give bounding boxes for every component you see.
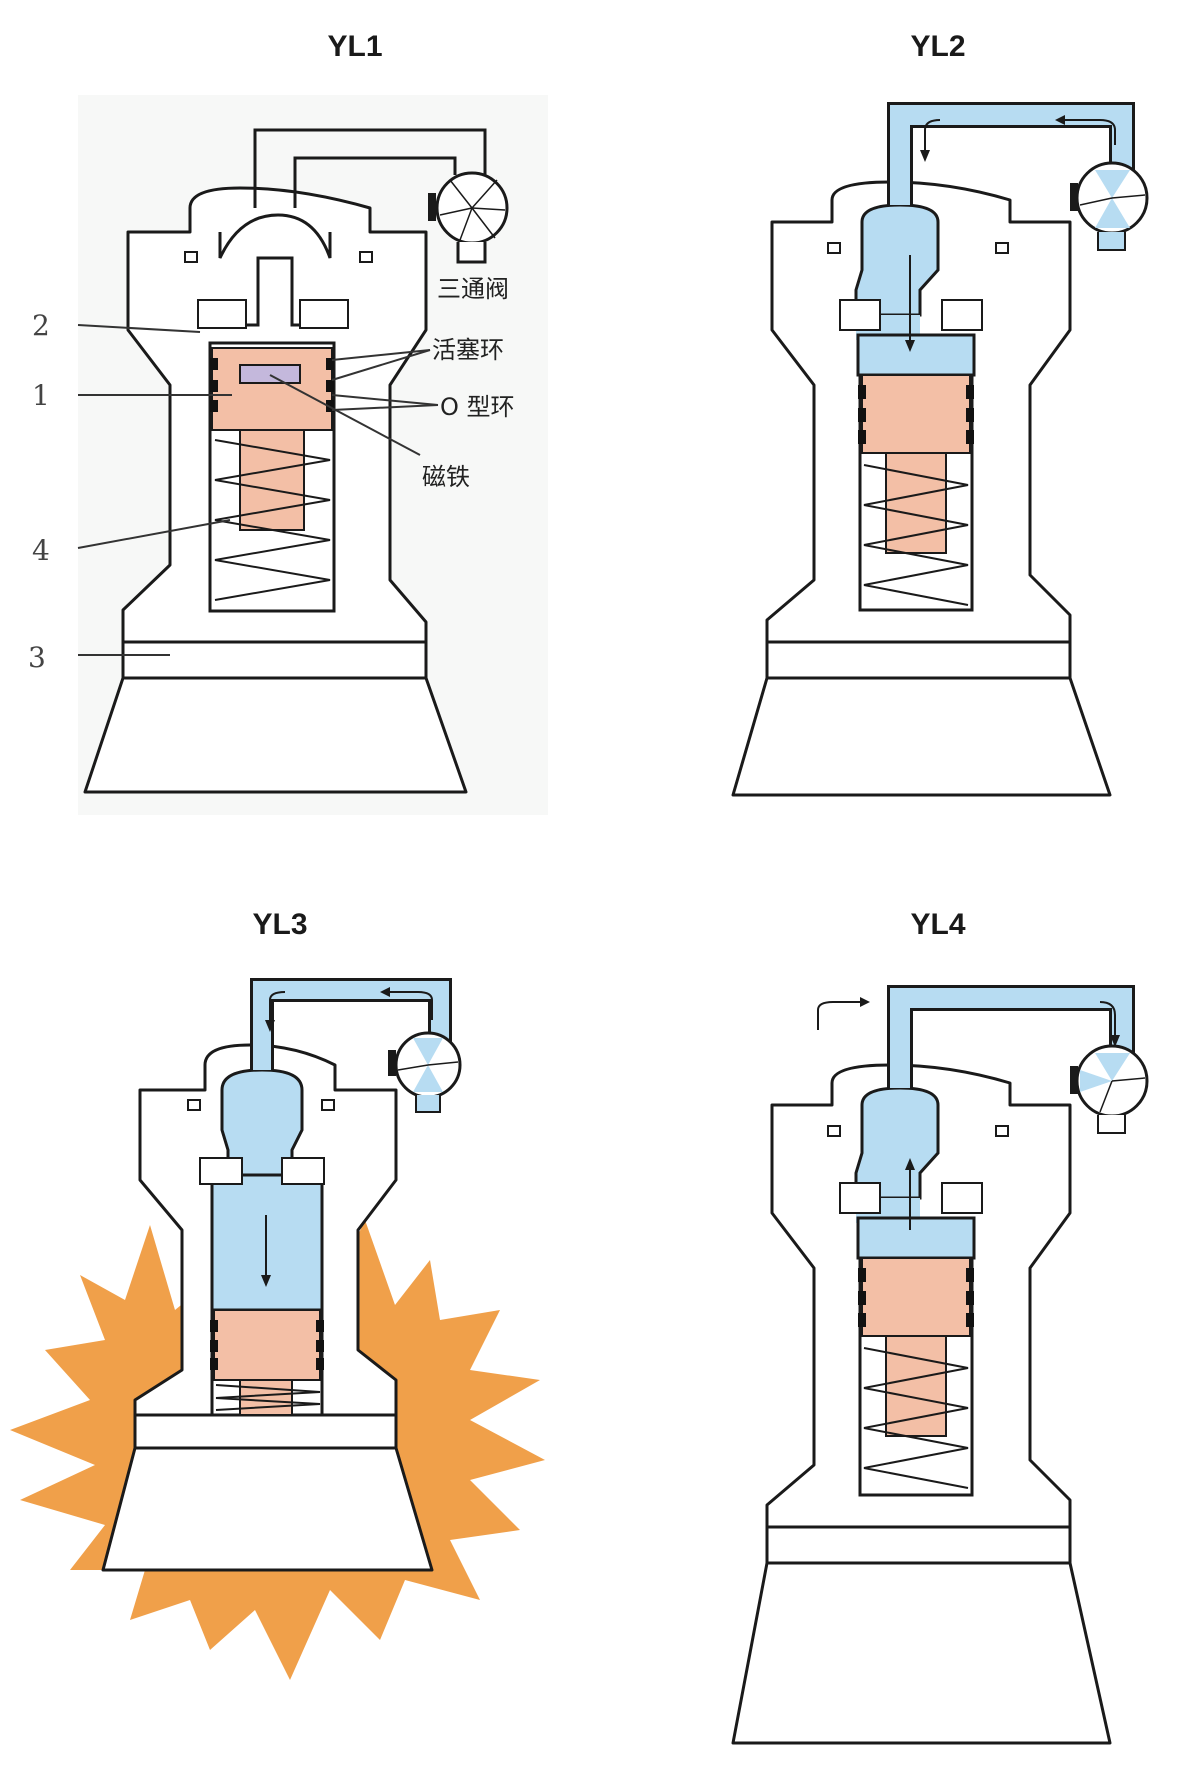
panel-yl4	[600, 880, 1194, 1771]
flow-arrow-icon	[909, 119, 1116, 340]
label-o-ring: O 型环	[440, 393, 515, 421]
three-way-valve-icon	[1070, 161, 1149, 251]
panel-yl3	[0, 880, 600, 1771]
cylinder-diagram-yl1: 2 1 4 3 三通阀 活塞环 O 型环 磁铁	[28, 95, 548, 815]
cylinder-diagram-yl4	[731, 985, 1149, 1745]
fluid-chamber	[854, 203, 940, 317]
cylinder-diagram-yl3	[10, 978, 545, 1680]
panel-yl2	[600, 0, 1194, 880]
label-magnet: 磁铁	[422, 463, 470, 491]
panel-title-yl2: YL2	[910, 30, 966, 63]
label-num-2: 2	[32, 309, 50, 342]
pipe	[253, 128, 487, 208]
label-num-3: 3	[28, 641, 46, 674]
label-piston-ring: 活塞环	[432, 336, 504, 364]
cylinder-diagram-yl2	[731, 102, 1149, 797]
spring	[214, 439, 331, 601]
three-way-valve-icon	[388, 1031, 462, 1113]
panel-title-yl3: YL3	[252, 908, 308, 941]
label-num-1: 1	[32, 379, 50, 412]
three-way-valve-icon	[428, 171, 509, 264]
panel-title-yl4: YL4	[910, 908, 966, 941]
label-three-way-valve: 三通阀	[437, 275, 509, 303]
piston	[211, 347, 333, 431]
panel-title-yl1: YL1	[327, 30, 383, 63]
panel-yl1: 2 1 4 3 三通阀 活塞环 O 型环 磁铁	[0, 0, 600, 880]
three-way-valve-icon	[1070, 1044, 1149, 1134]
piston-rod	[239, 429, 305, 531]
base-slab	[121, 640, 428, 680]
base-block	[83, 676, 468, 794]
label-num-4: 4	[32, 534, 50, 567]
magnet	[239, 364, 301, 384]
